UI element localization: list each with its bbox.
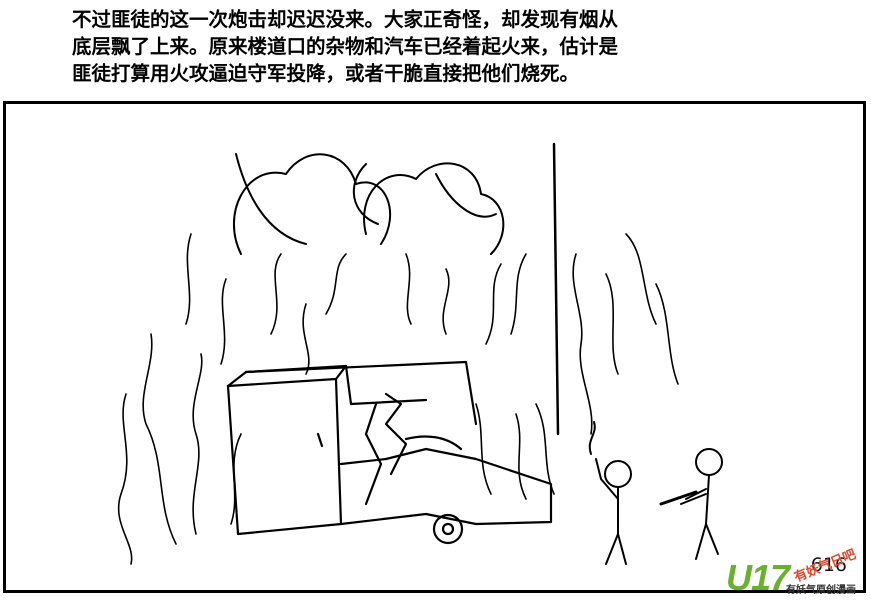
pole [552, 142, 560, 436]
logo-tagline: 有妖气原创漫画 [786, 585, 856, 596]
page-number: 616 [810, 554, 847, 576]
narration-caption: 不过匪徒的这一次炮击却迟迟没来。大家正奇怪，却发现有烟从 底层飘了上来。原来楼道… [72, 6, 832, 87]
logo-main-text: U17 [726, 557, 790, 598]
stick-figure-torch [588, 421, 632, 565]
caption-line-3: 匪徒打算用火攻逼迫守军投降，或者干脆直接把他们烧死。 [72, 62, 580, 85]
u17-logo: U17 有妖气日吧 有妖气原创漫画 [726, 547, 866, 598]
fire-scene-illustration [117, 142, 723, 565]
caption-line-1: 不过匪徒的这一次炮击却迟迟没来。大家正奇怪，却发现有烟从 [72, 8, 619, 31]
smoke-clouds [232, 153, 505, 255]
stick-figure-gun [659, 448, 723, 560]
caption-line-2: 底层飘了上来。原来楼道口的杂物和汽车已经着起火来，估计是 [72, 35, 619, 58]
burning-debris [226, 360, 553, 545]
flames [117, 233, 679, 565]
comic-panel: 616 [3, 101, 866, 593]
